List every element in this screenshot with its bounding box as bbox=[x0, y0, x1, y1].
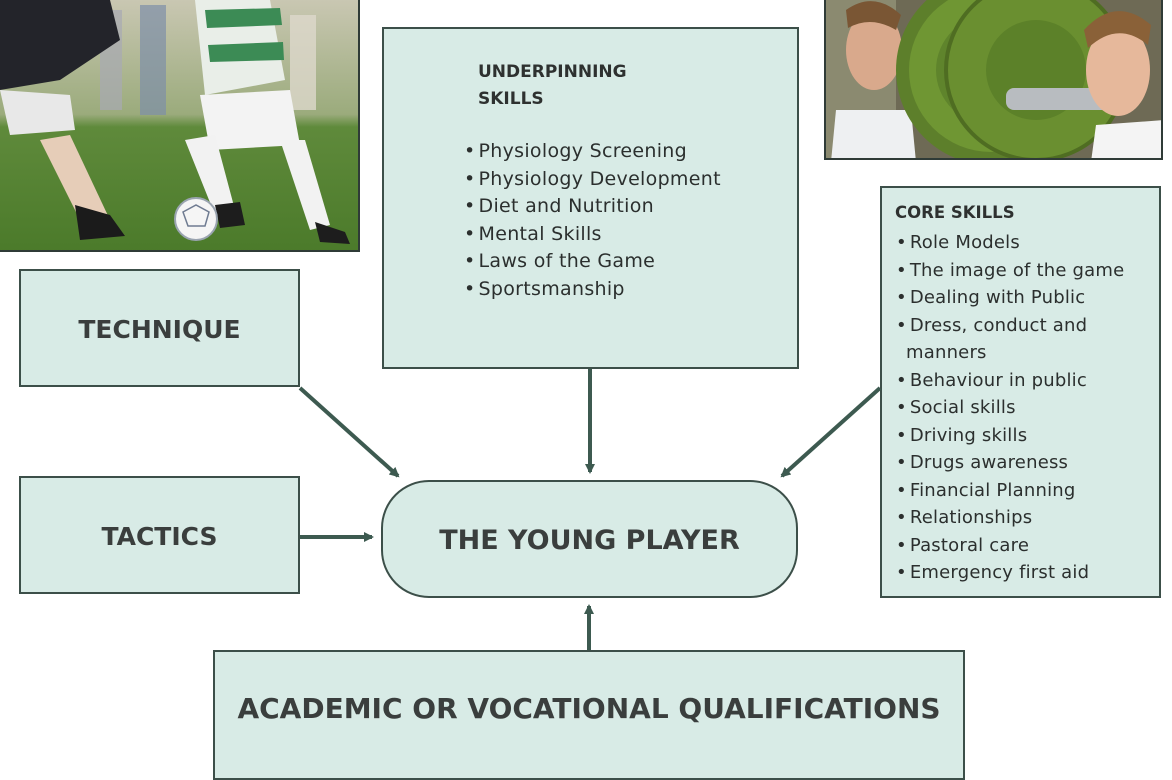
underpinning-title: UNDERPINNING SKILLS bbox=[478, 59, 627, 113]
academic-box: ACADEMIC OR VOCATIONAL QUALIFICATIONS bbox=[213, 650, 965, 780]
list-item: Dress, conduct and bbox=[896, 312, 1124, 340]
list-item: Physiology Development bbox=[464, 166, 721, 194]
football-match-photo-icon bbox=[0, 0, 358, 250]
underpinning-title-line2: SKILLS bbox=[478, 89, 544, 109]
technique-box: TECHNIQUE bbox=[19, 269, 300, 387]
core-skills-box: CORE SKILLS Role Models The image of the… bbox=[880, 186, 1161, 598]
football-photo bbox=[0, 0, 360, 252]
list-item: Financial Planning bbox=[896, 477, 1124, 505]
tactics-box: TACTICS bbox=[19, 476, 300, 594]
young-player-label: THE YOUNG PLAYER bbox=[439, 525, 740, 556]
list-item: Emergency first aid bbox=[896, 559, 1124, 587]
list-item: Sportsmanship bbox=[464, 276, 721, 304]
young-player-node: THE YOUNG PLAYER bbox=[381, 480, 798, 598]
core-skills-list: Role Models The image of the game Dealin… bbox=[896, 229, 1124, 587]
core-skills-title: CORE SKILLS bbox=[895, 203, 1015, 222]
list-item: Mental Skills bbox=[464, 221, 721, 249]
list-item: Role Models bbox=[896, 229, 1124, 257]
list-item: Physiology Screening bbox=[464, 138, 721, 166]
list-item: Driving skills bbox=[896, 422, 1124, 450]
list-item: Pastoral care bbox=[896, 532, 1124, 560]
underpinning-skills-box: UNDERPINNING SKILLS Physiology Screening… bbox=[382, 27, 799, 369]
tactics-label: TACTICS bbox=[101, 522, 218, 551]
academic-label: ACADEMIC OR VOCATIONAL QUALIFICATIONS bbox=[237, 692, 941, 725]
list-item: Social skills bbox=[896, 394, 1124, 422]
list-item: Laws of the Game bbox=[464, 248, 721, 276]
list-item: Behaviour in public bbox=[896, 367, 1124, 395]
underpinning-title-line1: UNDERPINNING bbox=[478, 62, 627, 82]
connector-arrows bbox=[298, 369, 882, 650]
list-item: The image of the game bbox=[896, 257, 1124, 285]
list-item: Drugs awareness bbox=[896, 449, 1124, 477]
list-item: manners bbox=[906, 342, 987, 363]
list-item: Dealing with Public bbox=[896, 284, 1124, 312]
weights-photo bbox=[824, 0, 1163, 160]
arrow-core-to-player bbox=[780, 386, 882, 478]
list-item: Diet and Nutrition bbox=[464, 193, 721, 221]
technique-label: TECHNIQUE bbox=[78, 315, 241, 344]
boys-with-weights-photo-icon bbox=[826, 0, 1161, 158]
arrow-technique-to-player bbox=[298, 386, 400, 478]
underpinning-skills-list: Physiology Screening Physiology Developm… bbox=[464, 138, 721, 303]
list-item: Relationships bbox=[896, 504, 1124, 532]
